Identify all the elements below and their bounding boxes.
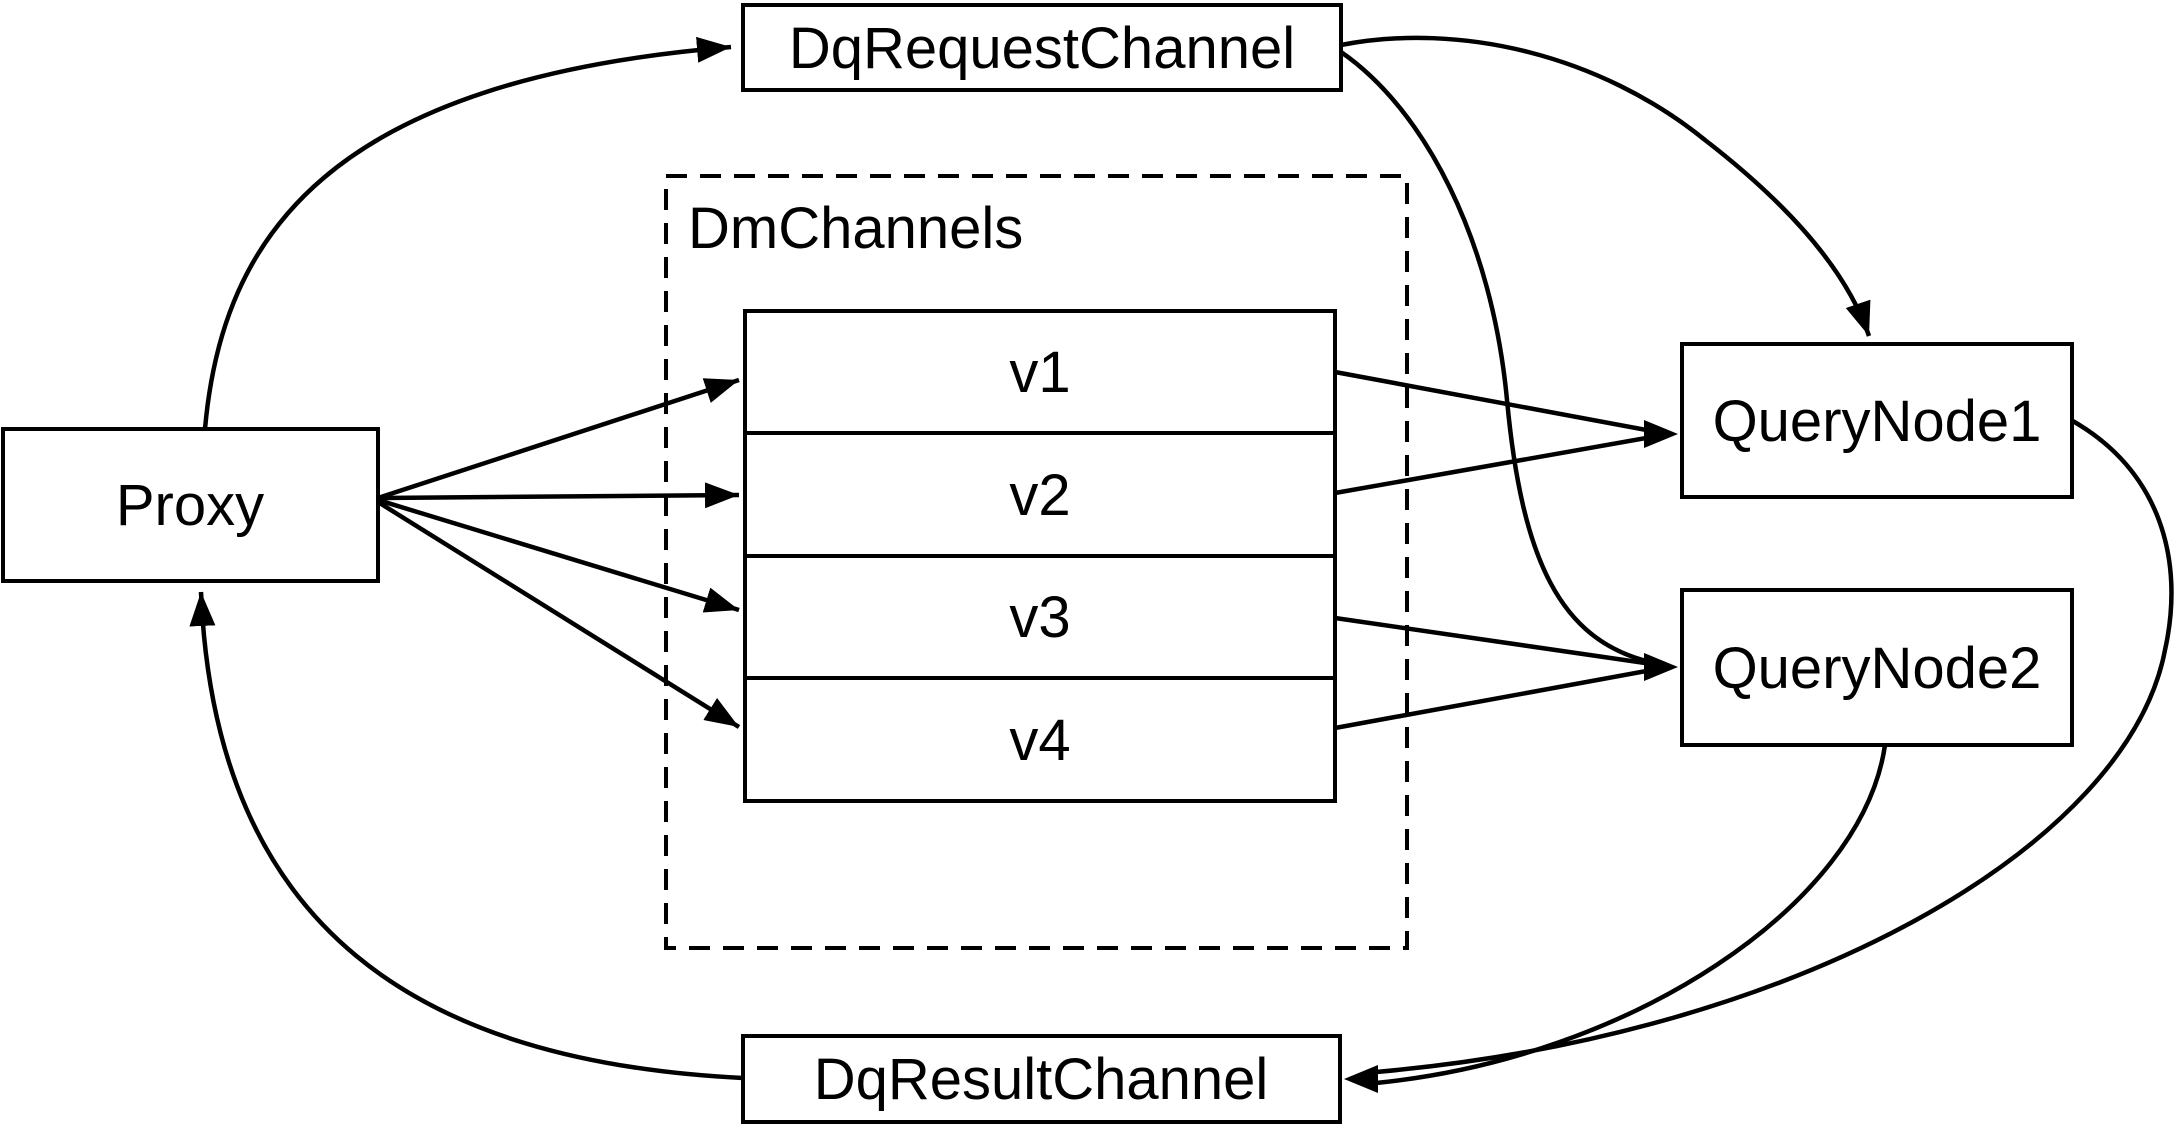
channel-table: v1 v2 v3 v4 <box>743 309 1337 803</box>
proxy-box <box>1 427 380 583</box>
node-result-channel: DqResultChannel <box>741 1034 1342 1124</box>
edge-v2-to-querynode1 <box>1334 434 1653 496</box>
arrowhead-into-result-channel <box>1344 1065 1378 1093</box>
channel-v2-label: v2 <box>1009 463 1070 528</box>
querynode1-box <box>1680 342 2074 499</box>
edge-querynode1-to-result-channel <box>1375 418 2174 1075</box>
querynode2-box <box>1680 588 2074 747</box>
arrowhead-into-querynode2 <box>1644 653 1678 681</box>
node-querynode1: QueryNode1 <box>1680 342 2074 499</box>
edge-querynode2-to-result-channel <box>1375 744 1888 1086</box>
edge-request-channel-to-querynode1 <box>1340 35 1872 337</box>
edge-proxy-to-v2 <box>377 482 740 509</box>
channel-v4-label: v4 <box>1009 708 1070 773</box>
edge-v1-to-querynode1 <box>1334 369 1653 434</box>
result-channel-box <box>741 1034 1342 1124</box>
querynode1-label: QueryNode1 <box>1713 389 2042 454</box>
node-proxy: Proxy <box>1 427 380 583</box>
querynode2-label: QueryNode2 <box>1713 636 2042 701</box>
channel-v3-label: v3 <box>1009 585 1070 650</box>
node-querynode2: QueryNode2 <box>1680 588 2074 747</box>
arrowhead-into-querynode1 <box>1644 420 1678 448</box>
edge-v3-to-querynode2 <box>1334 615 1653 667</box>
edge-proxy-to-v1 <box>377 377 740 501</box>
proxy-label: Proxy <box>116 473 264 538</box>
dm-channels-label: DmChannels <box>688 196 1023 261</box>
node-request-channel: DqRequestChannel <box>741 3 1343 92</box>
edge-result-channel-to-proxy <box>189 591 744 1081</box>
edge-proxy-to-v4 <box>376 500 741 729</box>
channel-v1-label: v1 <box>1009 340 1070 405</box>
edge-v4-to-querynode2 <box>1334 667 1653 731</box>
request-channel-box <box>741 3 1343 92</box>
group-dm-channels: DmChannels v1 v2 v3 v4 <box>664 174 1409 950</box>
result-channel-label: DqResultChannel <box>814 1047 1269 1112</box>
edge-proxy-to-request-channel <box>202 36 732 430</box>
dm-channels-dashed-box <box>664 174 1409 950</box>
edge-request-channel-to-querynode2 <box>1339 50 1651 665</box>
request-channel-label: DqRequestChannel <box>789 16 1295 81</box>
edge-proxy-to-v3 <box>377 497 740 613</box>
